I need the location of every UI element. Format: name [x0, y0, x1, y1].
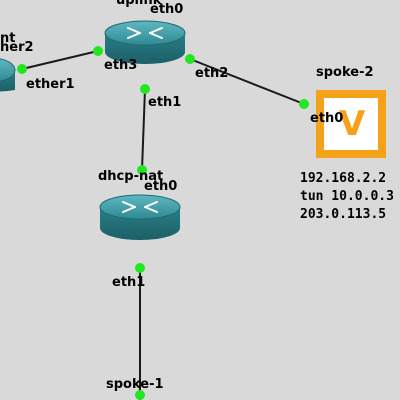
router-left-partial[interactable] [0, 58, 16, 92]
spoke2-info-line: 192.168.2.2 [300, 171, 387, 186]
spoke1-node-name-label[interactable]: spoke-1 [106, 377, 164, 392]
dhcpnat-eth1-label: eth1 [112, 275, 146, 290]
router-arrows-icon [122, 201, 158, 213]
link-uplink-spoke2[interactable] [189, 58, 305, 105]
port-dot-spoke2-eth0[interactable] [299, 99, 309, 109]
port-dot-dhcpnat-eth0[interactable] [137, 165, 147, 175]
router-dhcp-nat[interactable] [99, 194, 181, 240]
link-left-uplink[interactable] [21, 50, 99, 70]
vpn-appliance-icon: V [339, 104, 366, 144]
port-dots [17, 46, 309, 400]
vpn-appliance-spoke2[interactable]: V [316, 90, 386, 158]
left-node-name-label: nt [0, 31, 16, 46]
spoke2-info-line: tun 10.0.0.3 [300, 189, 394, 204]
spoke2-node-name-label[interactable]: spoke-2 [316, 65, 374, 80]
port-dot-uplink-eth3[interactable] [93, 46, 103, 56]
port-dot-left-ether1[interactable] [17, 64, 27, 74]
port-dot-dhcpnat-eth1[interactable] [135, 263, 145, 273]
link-left-ether1-label: ether1 [26, 77, 75, 92]
uplink-eth1-label: eth1 [148, 95, 182, 110]
router-arrows-icon [127, 27, 163, 39]
dhcpnat-node-name-label[interactable]: dhcp-nat [98, 169, 164, 184]
spoke2-info-line: 203.0.113.5 [300, 207, 387, 222]
uplink-eth3-label: eth3 [104, 58, 138, 73]
port-dot-uplink-eth1[interactable] [140, 84, 150, 94]
router-uplink[interactable] [104, 20, 186, 64]
link-uplink-dhcpnat[interactable] [141, 88, 146, 171]
dhcpnat-eth0-label: eth0 [144, 179, 178, 194]
uplink-node-name-label[interactable]: uplink [116, 0, 162, 8]
port-dot-spoke1[interactable] [135, 390, 145, 400]
uplink-eth0-label: eth0 [150, 2, 184, 17]
port-dot-uplink-eth2[interactable] [185, 54, 195, 64]
uplink-eth2-label: eth2 [195, 66, 229, 81]
spoke2-eth0-label: eth0 [310, 111, 344, 126]
left-node-iface-label: her2 [0, 40, 34, 55]
spoke2-info-block: 192.168.2.2 tun 10.0.0.3 203.0.113.5 [300, 170, 394, 224]
